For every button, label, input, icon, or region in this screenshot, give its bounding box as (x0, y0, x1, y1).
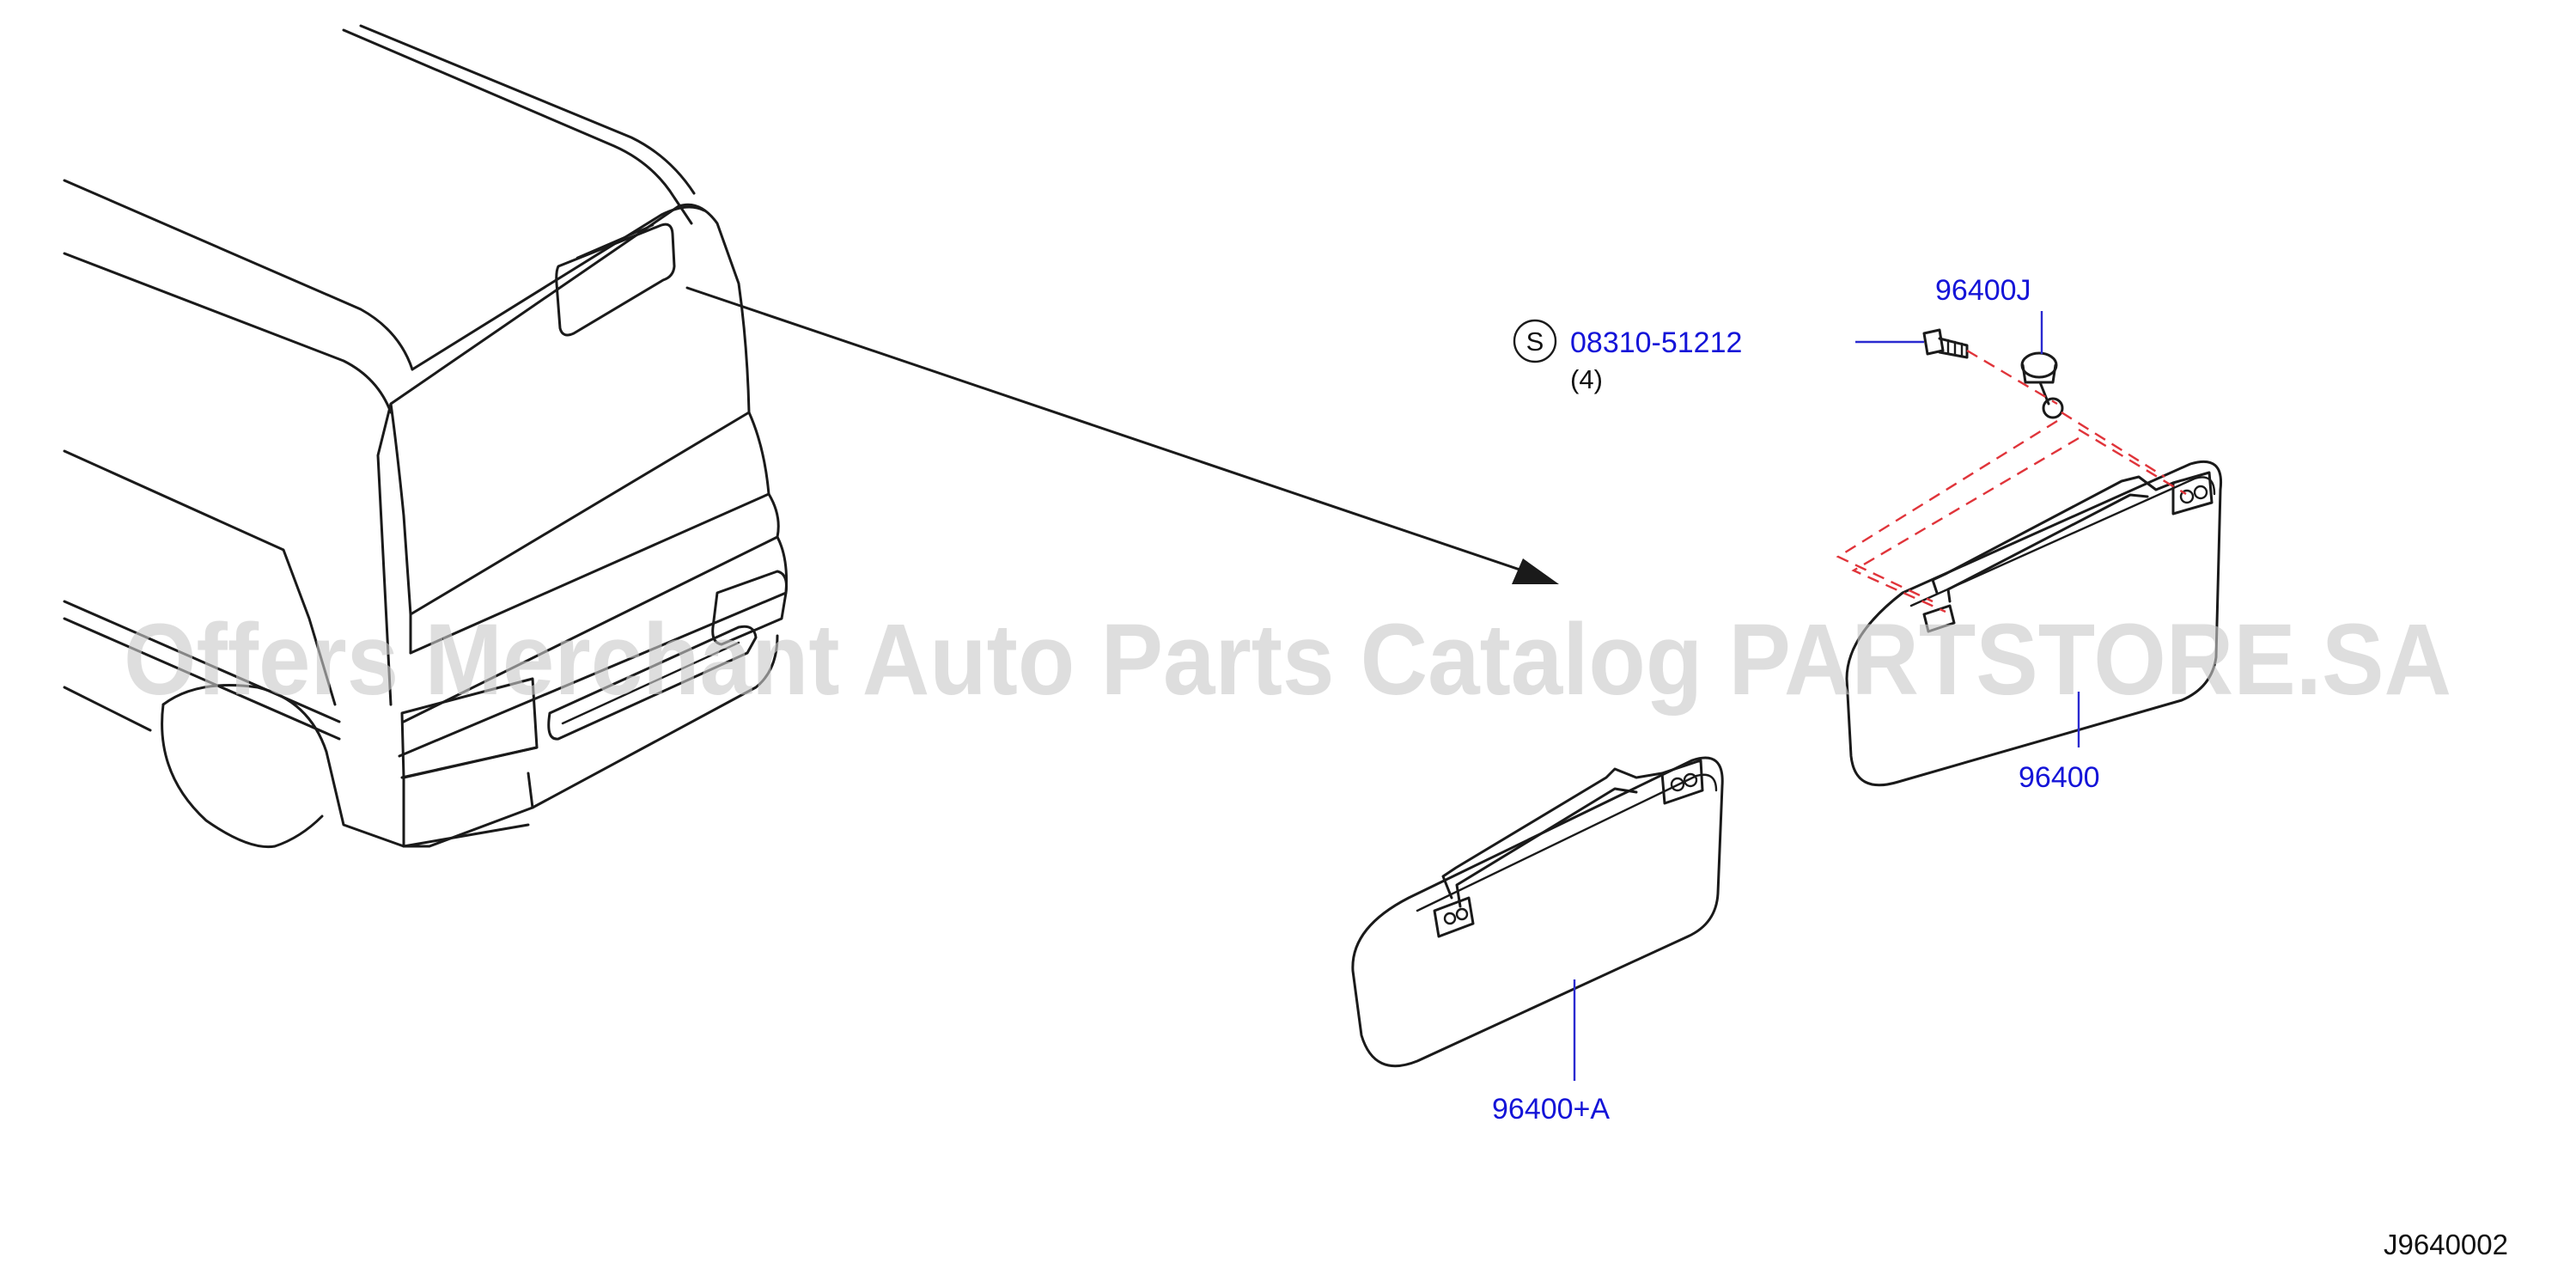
standard-part-symbol (1513, 319, 1557, 363)
sun-visor-right (1845, 460, 2223, 787)
assembly-dashed-lines (1836, 349, 2187, 613)
visor-holder-part (2020, 351, 2064, 419)
standard-part-symbol-letter: S (1526, 326, 1544, 357)
screw-part (1922, 328, 1969, 359)
sun-visor-left (1351, 756, 1724, 1068)
detail-arrow (685, 286, 1559, 584)
label-screw-qty: (4) (1570, 364, 1603, 394)
screw-callout: S 08310-51212 (4) (1513, 319, 1742, 394)
leader-lines (1573, 311, 2080, 1081)
diagram-code: J9640002 (2384, 1229, 2508, 1260)
label-visor-left[interactable]: 96400+A (1492, 1093, 1610, 1126)
watermark: Offers Merchant Auto Parts Catalog PARTS… (124, 603, 2451, 717)
label-holder[interactable]: 96400J (1935, 274, 2031, 307)
label-screw-part[interactable]: 08310-51212 (1570, 326, 1742, 359)
label-visor-right[interactable]: 96400 (2019, 761, 2100, 794)
vehicle-illustration (63, 24, 789, 849)
